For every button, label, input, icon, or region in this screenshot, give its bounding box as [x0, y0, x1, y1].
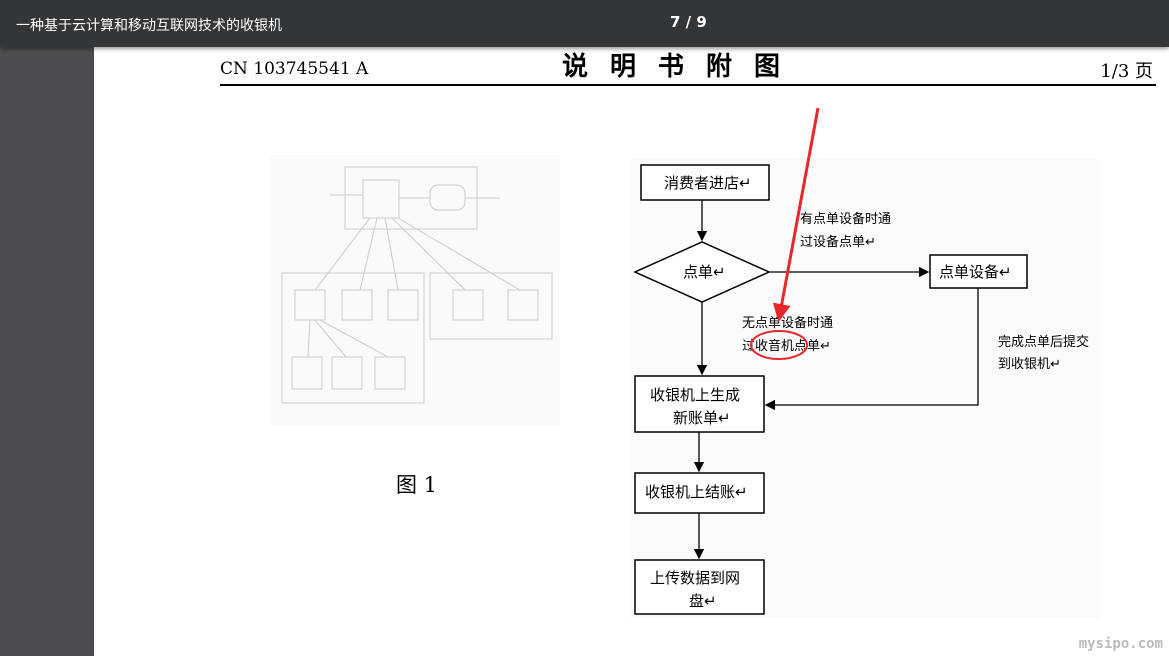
viewer-toolbar: 一种基于云计算和移动互联网技术的收银机 7 / 9 [0, 0, 1169, 47]
node-upload-label-2: 盘↵ [689, 592, 717, 610]
doc-number: CN 103745541 A [220, 59, 369, 79]
edge-label-with-device-2: 过设备点单↵ [800, 234, 876, 250]
node-upload [634, 559, 765, 615]
page-indicator[interactable]: 7 / 9 [670, 13, 707, 31]
red-annotation [750, 107, 820, 360]
node-new-bill-label-2: 新账单↵ [673, 409, 731, 427]
edge-label-submit-1: 完成点单后提交 [998, 334, 1089, 350]
header-rule [220, 84, 1156, 86]
flowchart: 消费者进店↵ 点单↵ 点单设备↵ 收银机上生成 新账单↵ 收银机上结账↵ 上传数… [630, 107, 1100, 619]
node-checkout [634, 472, 765, 514]
node-checkout-label: 收银机上结账↵ [645, 483, 748, 501]
edge-label-with-device-1: 有点单设备时通 [800, 211, 891, 227]
edge-label-submit-2: 到收银机↵ [998, 357, 1061, 372]
watermark: mysipo.com [1078, 636, 1163, 652]
node-order-device-label: 点单设备↵ [939, 263, 1012, 281]
page-heading: 说明书附图 [562, 52, 803, 82]
edge-label-no-device-1: 无点单设备时通 [742, 315, 833, 331]
node-order-label: 点单↵ [683, 263, 726, 281]
node-consumer-enters [640, 164, 770, 201]
node-order-device [929, 254, 1028, 289]
figure-1-caption: 图 1 [396, 473, 438, 497]
document-title: 一种基于云计算和移动互联网技术的收银机 [16, 18, 282, 34]
node-consumer-enters-label: 消费者进店↵ [664, 174, 752, 192]
edge-label-no-device-2: 过收音机点单↵ [742, 338, 831, 354]
figure-1-diagram [270, 155, 560, 425]
node-new-bill-label-1: 收银机上生成 [650, 386, 740, 404]
node-new-bill [634, 375, 765, 433]
document-page: CN 103745541 A 说明书附图 1/3 页 图 1 消费者进店↵ 点单… [94, 47, 1169, 656]
node-upload-label-1: 上传数据到网 [650, 569, 740, 587]
page-number: 1/3 页 [1100, 61, 1153, 82]
